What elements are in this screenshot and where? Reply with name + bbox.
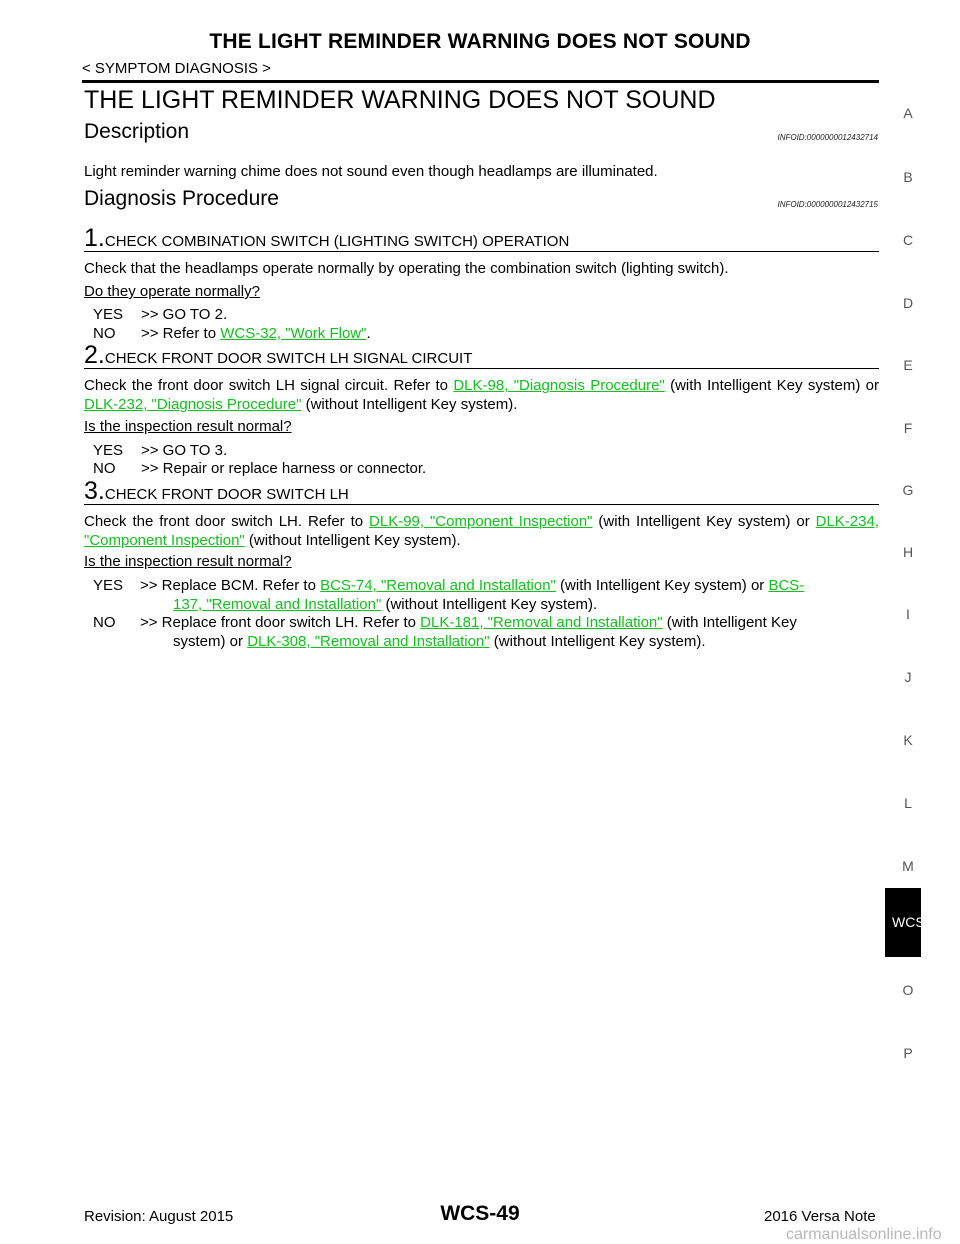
no-key: NO	[93, 325, 116, 342]
no-text-a: >> Replace front door switch LH. Refer t…	[140, 614, 421, 631]
step-2-number: 2.	[84, 341, 105, 369]
step-2-no: NO >> Repair or replace harness or connec…	[93, 459, 426, 478]
side-index-c[interactable]: C	[902, 232, 914, 248]
link-dlk-232[interactable]: DLK-232, "Diagnosis Procedure"	[84, 396, 302, 413]
footer-revision: Revision: August 2015	[84, 1208, 234, 1225]
link-wcs-32[interactable]: WCS-32, "Work Flow"	[220, 325, 367, 342]
link-dlk-98[interactable]: DLK-98, "Diagnosis Procedure"	[453, 377, 665, 394]
link-dlk-234[interactable]: DLK-234, "Component Inspection"	[84, 513, 879, 549]
step-3-text: Check the front door switch LH. Refer to…	[84, 512, 879, 550]
link-bcs-137-part2[interactable]: 137, "Removal and Installation"	[173, 596, 382, 613]
no-text: >> Refer to	[141, 325, 221, 342]
yes-key: YES	[93, 577, 124, 594]
side-index-h[interactable]: H	[902, 544, 914, 560]
link-bcs-137-part1[interactable]: BCS-	[768, 577, 805, 594]
description-text: Light reminder warning chime does not so…	[84, 163, 658, 180]
link-bcs-74[interactable]: BCS-74, "Removal and Installation"	[320, 577, 556, 594]
yes-text-c: (without Intelligent Key system).	[381, 596, 598, 613]
step-2-text-a: Check the front door switch LH signal ci…	[84, 377, 454, 394]
step-1-no: NO >> Refer to WCS-32, "Work Flow".	[93, 324, 371, 343]
side-index-k[interactable]: K	[903, 732, 913, 748]
yes-text-b: (with Intelligent Key system) or	[555, 577, 769, 594]
link-dlk-99[interactable]: DLK-99, "Component Inspection"	[369, 513, 593, 530]
side-index-g[interactable]: G	[902, 482, 914, 498]
yes-text: >> GO TO 2.	[141, 306, 228, 323]
step-1-header: 1.CHECK COMBINATION SWITCH (LIGHTING SWI…	[84, 226, 879, 252]
step-2-text-c: (without Intelligent Key system).	[301, 396, 518, 413]
yes-text-a: >> Replace BCM. Refer to	[140, 577, 321, 594]
step-3-no: NO >> Replace front door switch LH. Refe…	[93, 613, 879, 651]
step-3-title: CHECK FRONT DOOR SWITCH LH	[104, 486, 349, 503]
no-text: >> Repair or replace harness or connecto…	[141, 460, 427, 477]
side-index-f[interactable]: F	[903, 420, 913, 436]
step-2-question: Is the inspection result normal?	[84, 418, 292, 435]
step-1-question: Do they operate normally?	[84, 283, 260, 300]
step-2-title: CHECK FRONT DOOR SWITCH LH SIGNAL CIRCUI…	[104, 350, 473, 367]
no-key: NO	[93, 460, 116, 477]
side-index-e[interactable]: E	[903, 357, 913, 373]
diagnosis-infoid: INFOID:0000000012432715	[777, 200, 878, 209]
page-header-title: THE LIGHT REMINDER WARNING DOES NOT SOUN…	[209, 30, 751, 53]
footer-page-number: WCS-49	[440, 1202, 520, 1225]
side-index-p[interactable]: P	[903, 1045, 913, 1061]
side-index-m[interactable]: M	[902, 858, 914, 874]
breadcrumb: < SYMPTOM DIAGNOSIS >	[82, 60, 271, 77]
yes-key: YES	[93, 442, 124, 459]
step-1-title: CHECK COMBINATION SWITCH (LIGHTING SWITC…	[104, 233, 570, 250]
no-key: NO	[93, 614, 116, 631]
diagnosis-heading: Diagnosis Procedure	[84, 187, 279, 210]
yes-key: YES	[93, 306, 124, 323]
side-index-b[interactable]: B	[903, 169, 913, 185]
footer-model: 2016 Versa Note	[764, 1208, 876, 1225]
step-1-text: Check that the headlamps operate normall…	[84, 260, 729, 277]
step-2-header: 2.CHECK FRONT DOOR SWITCH LH SIGNAL CIRC…	[84, 343, 879, 369]
side-index-d[interactable]: D	[902, 295, 914, 311]
side-tab-wcs[interactable]: WCS	[885, 888, 921, 957]
yes-text: >> GO TO 3.	[141, 442, 228, 459]
no-text-b2: system) or	[173, 633, 248, 650]
step-3-text-a: Check the front door switch LH. Refer to	[84, 513, 370, 530]
description-heading: Description	[84, 120, 190, 143]
side-index-i[interactable]: I	[906, 606, 910, 622]
step-3-text-c: (without Intelligent Key system).	[244, 532, 461, 549]
step-2-text-b: (with Intelligent Key system) or	[664, 377, 879, 394]
watermark: carmanualsonline.info	[786, 1226, 942, 1243]
page-title: THE LIGHT REMINDER WARNING DOES NOT SOUN…	[84, 86, 716, 114]
step-3-text-b: (with Intelligent Key system) or	[592, 513, 816, 530]
step-1-number: 1.	[84, 224, 105, 252]
side-index-o[interactable]: O	[902, 982, 914, 998]
step-3-yes: YES >> Replace BCM. Refer to BCS-74, "Re…	[93, 576, 879, 614]
step-3-number: 3.	[84, 477, 105, 505]
step-1-yes: YES >> GO TO 2.	[93, 305, 227, 324]
description-infoid: INFOID:0000000012432714	[777, 133, 878, 142]
step-2-yes: YES >> GO TO 3.	[93, 441, 227, 460]
no-text-c: (without Intelligent Key system).	[489, 633, 706, 650]
link-dlk-308[interactable]: DLK-308, "Removal and Installation"	[247, 633, 490, 650]
no-text-b: (with Intelligent Key	[662, 614, 797, 631]
side-index-j[interactable]: J	[904, 669, 912, 685]
step-3-question: Is the inspection result normal?	[84, 553, 292, 570]
no-end: .	[366, 325, 371, 342]
side-index-a[interactable]: A	[903, 105, 913, 121]
link-dlk-181[interactable]: DLK-181, "Removal and Installation"	[420, 614, 663, 631]
step-2-text: Check the front door switch LH signal ci…	[84, 376, 879, 414]
header-divider	[82, 80, 879, 83]
step-3-header: 3.CHECK FRONT DOOR SWITCH LH	[84, 479, 879, 505]
side-index-l[interactable]: L	[904, 795, 912, 811]
